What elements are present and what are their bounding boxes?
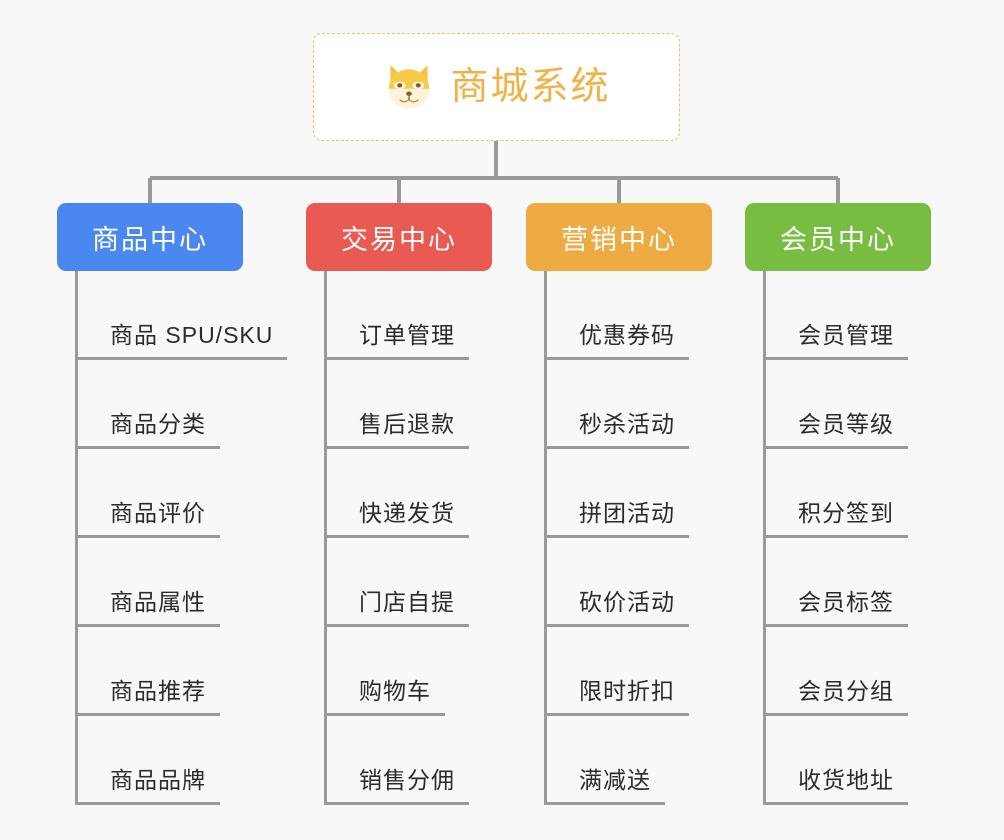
leaf-item[interactable]: 砍价活动 [547, 538, 712, 627]
leaf-item[interactable]: 商品推荐 [78, 627, 287, 716]
leaf-list: 优惠券码秒杀活动拼团活动砍价活动限时折扣满减送 [544, 271, 712, 805]
leaf-item-label: 商品 SPU/SKU [78, 322, 288, 360]
shiba-dog-emoji [389, 65, 430, 109]
leaf-item[interactable]: 积分签到 [766, 449, 931, 538]
leaf-item[interactable]: 秒杀活动 [547, 360, 712, 449]
leaf-item[interactable]: 订单管理 [327, 271, 492, 360]
leaf-item[interactable]: 快递发货 [327, 449, 492, 538]
leaf-item-label: 拼团活动 [547, 500, 689, 538]
leaf-item[interactable]: 优惠券码 [547, 271, 712, 360]
leaf-item-label: 商品品牌 [78, 767, 220, 805]
leaf-item-label: 售后退款 [327, 411, 469, 449]
leaf-item-label: 砍价活动 [547, 589, 689, 627]
leaf-item-label: 限时折扣 [547, 678, 689, 716]
leaf-item-label: 购物车 [327, 678, 445, 716]
leaf-item[interactable]: 商品 SPU/SKU [78, 271, 288, 360]
leaf-item[interactable]: 会员标签 [766, 538, 931, 627]
leaf-list: 会员管理会员等级积分签到会员标签会员分组收货地址 [763, 271, 931, 805]
category-header[interactable]: 商品中心 [57, 203, 243, 271]
leaf-item-label: 商品属性 [78, 589, 220, 627]
leaf-item[interactable]: 商品属性 [78, 538, 287, 627]
leaf-item-label: 订单管理 [327, 322, 469, 360]
leaf-item[interactable]: 商品品牌 [78, 716, 287, 805]
leaf-item[interactable]: 满减送 [547, 716, 712, 805]
leaf-item-label: 快递发货 [327, 500, 469, 538]
category-column: 交易中心订单管理售后退款快递发货门店自提购物车销售分佣 [306, 203, 492, 805]
leaf-item[interactable]: 收货地址 [766, 716, 931, 805]
category-column: 商品中心商品 SPU/SKU 商品分类商品评价商品属性商品推荐商品品牌 [57, 203, 288, 805]
leaf-list: 订单管理售后退款快递发货门店自提购物车销售分佣 [324, 271, 492, 805]
leaf-item[interactable]: 会员管理 [766, 271, 931, 360]
leaf-item-label: 会员标签 [766, 589, 908, 627]
leaf-item-label: 会员分组 [766, 678, 908, 716]
category-header[interactable]: 营销中心 [526, 203, 712, 271]
leaf-item-label: 满减送 [547, 767, 665, 805]
leaf-item[interactable]: 限时折扣 [547, 627, 712, 716]
leaf-item[interactable]: 会员等级 [766, 360, 931, 449]
category-column: 会员中心会员管理会员等级积分签到会员标签会员分组收货地址 [745, 203, 931, 805]
leaf-item-label: 会员等级 [766, 411, 908, 449]
leaf-item-label: 商品推荐 [78, 678, 220, 716]
category-column: 营销中心优惠券码秒杀活动拼团活动砍价活动限时折扣满减送 [526, 203, 712, 805]
leaf-item[interactable]: 门店自提 [327, 538, 492, 627]
leaf-item-label: 商品评价 [78, 500, 220, 538]
leaf-item-label: 优惠券码 [547, 322, 689, 360]
leaf-list: 商品 SPU/SKU 商品分类商品评价商品属性商品推荐商品品牌 [75, 271, 288, 805]
leaf-item[interactable]: 售后退款 [327, 360, 492, 449]
category-header[interactable]: 会员中心 [745, 203, 931, 271]
leaf-item-label: 销售分佣 [327, 767, 469, 805]
leaf-item[interactable]: 商品分类 [78, 360, 287, 449]
leaf-item[interactable]: 拼团活动 [547, 449, 712, 538]
root-title: 商城系统 [450, 66, 611, 108]
leaf-item-label: 会员管理 [766, 322, 908, 360]
leaf-item[interactable]: 会员分组 [766, 627, 931, 716]
leaf-item-label: 秒杀活动 [547, 411, 689, 449]
leaf-item-label: 收货地址 [766, 767, 908, 805]
leaf-item-label: 商品分类 [78, 411, 220, 449]
leaf-item-label: 积分签到 [766, 500, 908, 538]
leaf-item[interactable]: 购物车 [327, 627, 492, 716]
category-header[interactable]: 交易中心 [306, 203, 492, 271]
leaf-item-label: 门店自提 [327, 589, 469, 627]
root-node[interactable]: 商城系统 [313, 33, 680, 141]
leaf-item[interactable]: 商品评价 [78, 449, 287, 538]
leaf-item[interactable]: 销售分佣 [327, 716, 492, 805]
